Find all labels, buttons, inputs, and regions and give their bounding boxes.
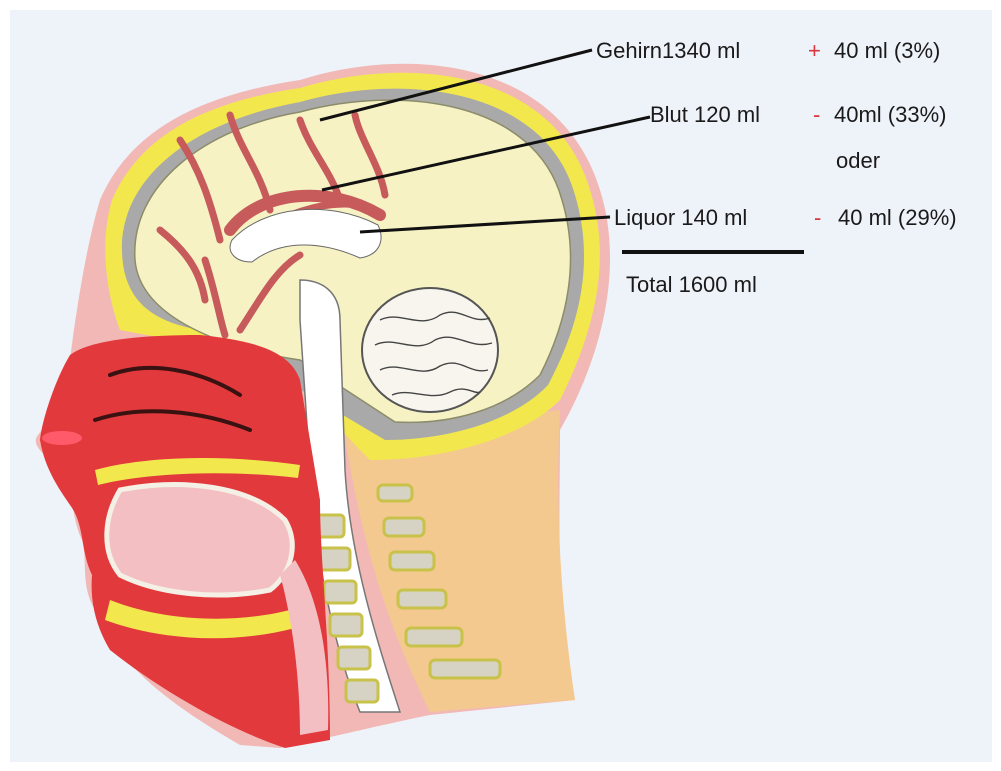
gehirn-change: 40 ml (3%) xyxy=(834,38,940,64)
blut-operator: - xyxy=(813,102,820,128)
liquor-operator: - xyxy=(814,205,821,231)
liquor-change: 40 ml (29%) xyxy=(838,205,957,231)
blut-change: 40ml (33%) xyxy=(834,102,946,128)
gehirn-label: Gehirn1340 ml xyxy=(596,38,740,64)
nostril-mark xyxy=(42,431,82,445)
total-label: Total 1600 ml xyxy=(626,272,757,298)
liquor-label: Liquor 140 ml xyxy=(614,205,747,231)
gehirn-operator: + xyxy=(808,38,821,64)
total-rule xyxy=(622,250,804,254)
oder-connector: oder xyxy=(836,148,880,174)
blut-label: Blut 120 ml xyxy=(650,102,760,128)
cerebellum xyxy=(362,288,498,412)
